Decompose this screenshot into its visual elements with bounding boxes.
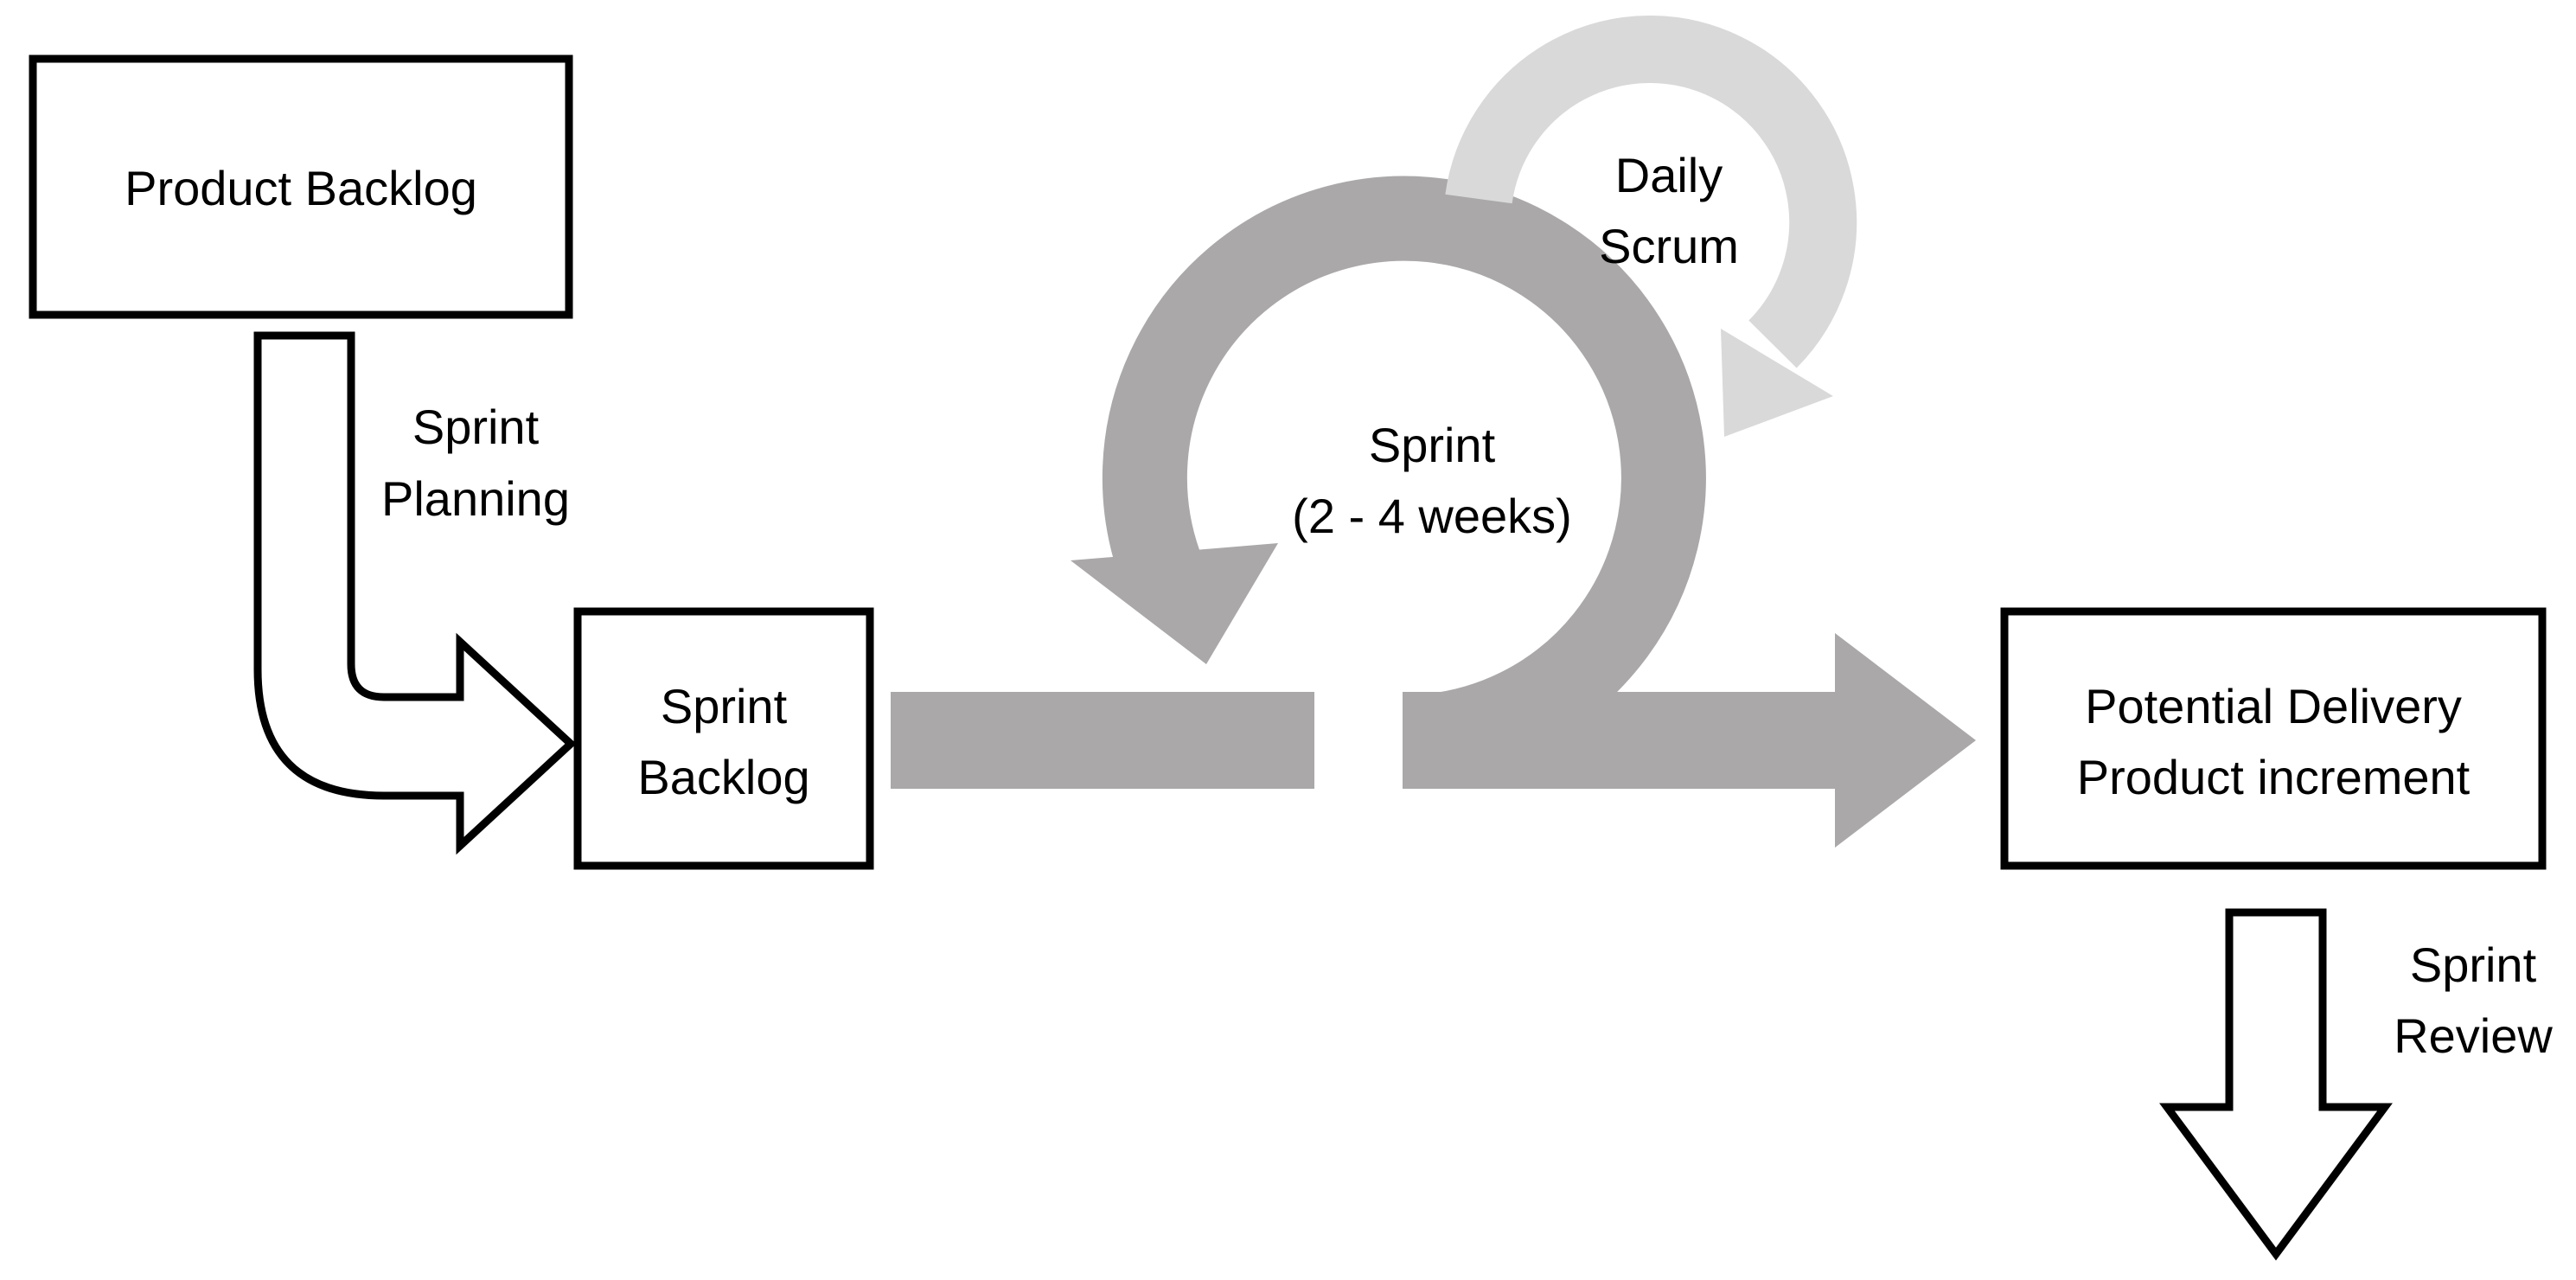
sprint-loop-arrowhead-icon	[1071, 543, 1278, 664]
svg-text:Sprint: Sprint	[412, 400, 540, 454]
sprint-label: Sprint (2 - 4 weeks)	[1292, 418, 1572, 543]
sprint-flow	[891, 176, 1976, 848]
sprint-planning-label: Sprint Planning	[381, 400, 570, 526]
sprint-flow-entry-bar	[891, 692, 1314, 789]
daily-scrum-arrowhead-icon	[1721, 329, 1833, 437]
svg-text:Planning: Planning	[381, 471, 570, 526]
sprint-backlog-label-line2: Backlog	[637, 750, 809, 804]
sprint-backlog-label-line1: Sprint	[661, 679, 788, 733]
potential-delivery-label-line2: Product increment	[2077, 750, 2471, 804]
potential-delivery-label-line1: Potential Delivery	[2085, 679, 2462, 733]
sprint-exit-arrow	[1403, 633, 1976, 848]
svg-text:Daily: Daily	[1615, 148, 1723, 202]
sprint-loop-arc	[1102, 176, 1706, 779]
svg-text:Sprint: Sprint	[1369, 418, 1496, 472]
product-backlog-box: Product Backlog	[29, 54, 573, 319]
sprint-backlog-box: Sprint Backlog	[573, 607, 874, 870]
svg-text:Scrum: Scrum	[1599, 219, 1739, 273]
daily-scrum-label: Daily Scrum	[1599, 148, 1739, 273]
sprint-review-arrow	[2159, 908, 2393, 1261]
product-backlog-label: Product Backlog	[125, 161, 477, 215]
daily-scrum-loop	[1445, 16, 1857, 437]
sprint-review-label: Sprint Review	[2394, 938, 2553, 1063]
daily-scrum-arc	[1445, 16, 1857, 368]
svg-text:Sprint: Sprint	[2410, 938, 2537, 992]
svg-text:Review: Review	[2394, 1008, 2553, 1063]
potential-delivery-box: Potential Delivery Product increment	[2000, 607, 2547, 870]
svg-text:(2 - 4 weeks): (2 - 4 weeks)	[1292, 489, 1572, 543]
sprint-planning-arrow	[253, 331, 577, 855]
